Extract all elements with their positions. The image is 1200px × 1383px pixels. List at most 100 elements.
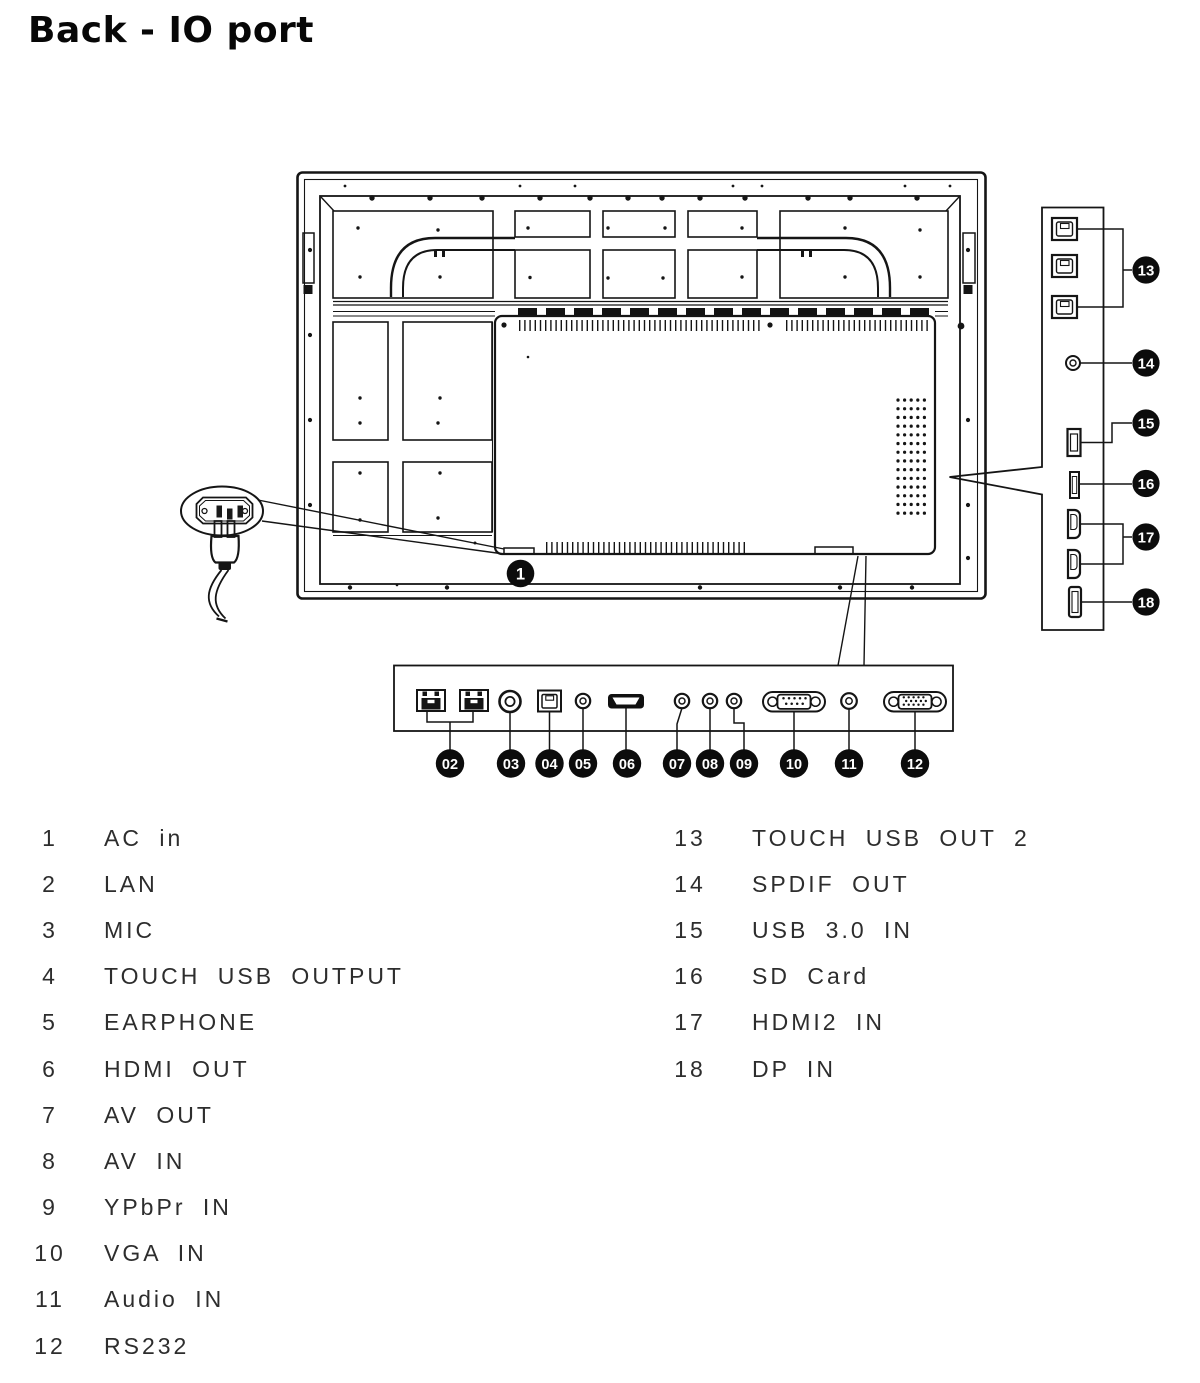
legend-item: 10 VGA IN bbox=[28, 1231, 628, 1277]
legend-item-label: TOUCH USB OUT 2 bbox=[752, 824, 1030, 851]
bottom-callout-wedge bbox=[837, 555, 867, 666]
ac-inlet-bracket bbox=[503, 547, 535, 555]
hdmi-port-icon bbox=[1066, 548, 1082, 580]
legend-item-label: AC in bbox=[104, 824, 184, 851]
usb-b-port-icon bbox=[1050, 294, 1079, 320]
usb3-port-icon bbox=[1066, 427, 1082, 458]
legend-item-number: 15 bbox=[674, 916, 706, 943]
legend-item: 16 SD Card bbox=[668, 954, 1188, 1000]
legend-item-number: 8 bbox=[42, 1147, 58, 1174]
legend-item-number: 18 bbox=[674, 1055, 706, 1082]
page-title: Back - IO port bbox=[28, 10, 315, 51]
sd-card-slot-icon bbox=[1069, 471, 1080, 499]
legend-item-number: 6 bbox=[42, 1055, 58, 1082]
legend-item-label: VGA IN bbox=[104, 1240, 207, 1267]
legend-item-number: 17 bbox=[674, 1009, 706, 1036]
legend-item-label: DP IN bbox=[752, 1055, 836, 1082]
side-badges: 13 14 15 16 17 18 bbox=[1132, 256, 1160, 616]
legend-item-label: RS232 bbox=[104, 1332, 190, 1359]
legend-item-number: 3 bbox=[42, 916, 58, 943]
av-in-jack-icon bbox=[701, 692, 719, 710]
badge-03: 03 bbox=[503, 757, 519, 773]
badge-16: 16 bbox=[1138, 476, 1155, 493]
lan-port-icon bbox=[459, 689, 489, 712]
legend-item-number: 2 bbox=[42, 870, 58, 897]
usb-b-port-icon bbox=[1050, 216, 1079, 242]
rs232-port-icon bbox=[883, 691, 947, 713]
cable-channel-arc-left bbox=[389, 236, 515, 297]
badge-06: 06 bbox=[619, 757, 635, 773]
legend-item-label: HDMI OUT bbox=[104, 1055, 250, 1082]
lan-port-icon bbox=[416, 689, 446, 712]
legend-item-label: TOUCH USB OUTPUT bbox=[104, 963, 404, 990]
badge-12: 12 bbox=[907, 757, 923, 773]
legend-item-label: SD Card bbox=[752, 963, 870, 990]
earphone-jack-icon bbox=[574, 692, 592, 710]
ac-badge: 1 bbox=[506, 559, 535, 588]
legend-item: 4 TOUCH USB OUTPUT bbox=[28, 954, 628, 1000]
badge-08: 08 bbox=[702, 757, 718, 773]
usb-b-port-icon bbox=[537, 689, 562, 713]
lower-left-panels bbox=[332, 321, 494, 537]
legend-item: 11 Audio IN bbox=[28, 1277, 628, 1323]
top-structure-panels bbox=[332, 210, 949, 299]
av-out-jack-icon bbox=[673, 692, 691, 710]
badge-17: 17 bbox=[1138, 529, 1155, 546]
legend-item-number: 11 bbox=[35, 1286, 65, 1313]
usb-b-port-icon bbox=[1050, 253, 1079, 279]
bottom-io-panel: 02 03 04 05 06 07 08 09 10 11 bbox=[393, 555, 954, 778]
legend-item-number: 4 bbox=[42, 963, 58, 990]
audio-in-jack-icon bbox=[840, 692, 858, 710]
screw-dots bbox=[307, 184, 971, 590]
legend-item-number: 14 bbox=[674, 870, 706, 897]
legend-item: 8 AV IN bbox=[28, 1138, 628, 1184]
legend-item-label: YPbPr IN bbox=[104, 1194, 232, 1221]
badge-05: 05 bbox=[575, 757, 591, 773]
badge-07: 07 bbox=[669, 757, 685, 773]
legend-item-number: 16 bbox=[674, 963, 706, 990]
badge-09: 09 bbox=[736, 757, 752, 773]
legend-item-label: EARPHONE bbox=[104, 1009, 258, 1036]
spdif-jack-icon bbox=[1065, 355, 1081, 371]
display-back-view: 1 bbox=[296, 171, 987, 600]
legend-item: 14 SPDIF OUT bbox=[668, 861, 1188, 907]
legend-item-number: 9 bbox=[42, 1194, 58, 1221]
hdmi-port-icon bbox=[608, 694, 644, 709]
main-board-cover bbox=[473, 308, 937, 556]
ac-inlet-icon bbox=[195, 496, 254, 525]
mic-jack-icon bbox=[498, 689, 522, 714]
ac-inlet-callout bbox=[180, 485, 505, 623]
legend-item-label: SPDIF OUT bbox=[752, 870, 910, 897]
badge-10: 10 bbox=[786, 757, 802, 773]
badge-14: 14 bbox=[1138, 355, 1155, 372]
legend-item-number: 7 bbox=[42, 1101, 58, 1128]
ypbpr-jack-icon bbox=[725, 692, 743, 710]
board-step-notch bbox=[814, 546, 854, 555]
bottom-badges: 02 03 04 05 06 07 08 09 10 11 bbox=[435, 749, 930, 778]
cable-channel-arc-right bbox=[757, 236, 892, 297]
legend-item: 9 YPbPr IN bbox=[28, 1185, 628, 1231]
frame-mount-tabs bbox=[302, 232, 976, 294]
bottom-callout-lines bbox=[426, 707, 916, 750]
hdmi-port-icon bbox=[1066, 508, 1082, 540]
badge-02: 02 bbox=[442, 757, 458, 773]
side-io-panel: 13 14 15 16 17 18 bbox=[949, 206, 1160, 631]
legend-item-label: Audio IN bbox=[104, 1286, 225, 1313]
legend-item: 18 DP IN bbox=[668, 1046, 1188, 1092]
touch-usb-out2-port-icons bbox=[1050, 216, 1079, 320]
legend-item-number: 1 bbox=[42, 824, 58, 851]
legend-item-label: AV IN bbox=[104, 1147, 186, 1174]
legend-item-number: 10 bbox=[34, 1240, 66, 1267]
ac-badge-number: 1 bbox=[516, 566, 525, 584]
legend-item: 6 HDMI OUT bbox=[28, 1046, 628, 1092]
badge-18: 18 bbox=[1138, 594, 1155, 611]
